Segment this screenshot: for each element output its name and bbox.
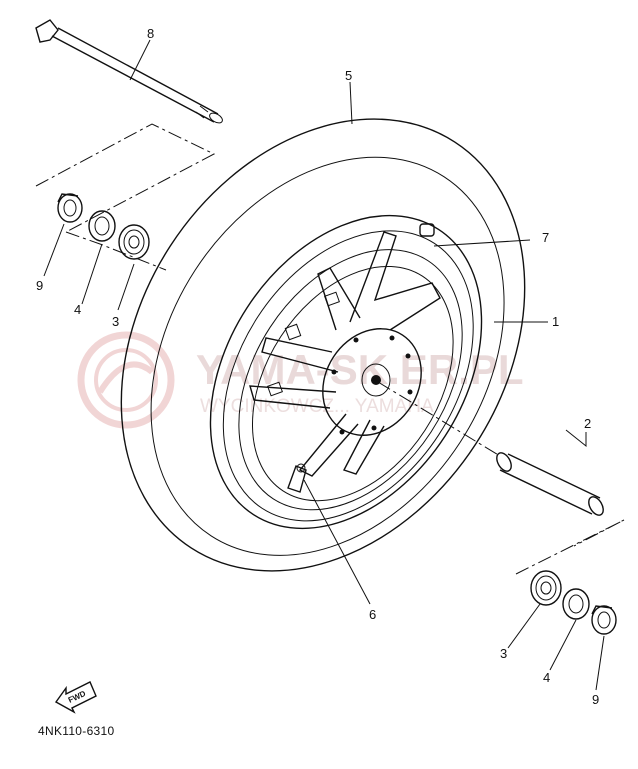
axle xyxy=(35,19,223,124)
leader-lines xyxy=(43,39,605,691)
callout-8: 8 xyxy=(147,26,154,41)
callout-4-upper: 4 xyxy=(74,302,81,317)
collar xyxy=(496,452,604,516)
part-code: 4NK110-6310 xyxy=(38,724,114,738)
callout-7: 7 xyxy=(542,230,549,245)
bearing-upper xyxy=(118,224,150,260)
callout-1: 1 xyxy=(552,314,559,329)
watermark-logo xyxy=(77,331,175,429)
bearing-lower xyxy=(530,570,562,606)
oil-seal-upper xyxy=(88,210,116,242)
center-lines xyxy=(35,123,625,575)
rim xyxy=(209,214,483,530)
callout-9-upper: 9 xyxy=(36,278,43,293)
wheel-hub xyxy=(322,328,422,436)
watermark-line1: YAMA-SK.ER.PL xyxy=(196,346,524,393)
callout-numbers: 1 2 3 3 4 4 5 6 7 8 9 9 xyxy=(36,26,599,707)
balance-weight xyxy=(419,223,435,237)
tire xyxy=(120,118,526,572)
callout-9-lower: 9 xyxy=(592,692,599,707)
forward-direction-arrow: FWD xyxy=(54,681,97,714)
valve xyxy=(287,463,307,493)
watermark: YAMA-SK.ER.PL WYCINKOWCZ... YAMAHA xyxy=(77,331,524,429)
callout-4-lower: 4 xyxy=(543,670,550,685)
spacer-upper xyxy=(57,193,83,223)
oil-seal-lower xyxy=(562,588,590,620)
callout-2: 2 xyxy=(584,416,591,431)
callout-3-lower: 3 xyxy=(500,646,507,661)
callout-3-upper: 3 xyxy=(112,314,119,329)
callout-6: 6 xyxy=(369,607,376,622)
rim-spokes xyxy=(249,231,441,477)
callout-5: 5 xyxy=(345,68,352,83)
spacer-lower xyxy=(591,605,617,635)
